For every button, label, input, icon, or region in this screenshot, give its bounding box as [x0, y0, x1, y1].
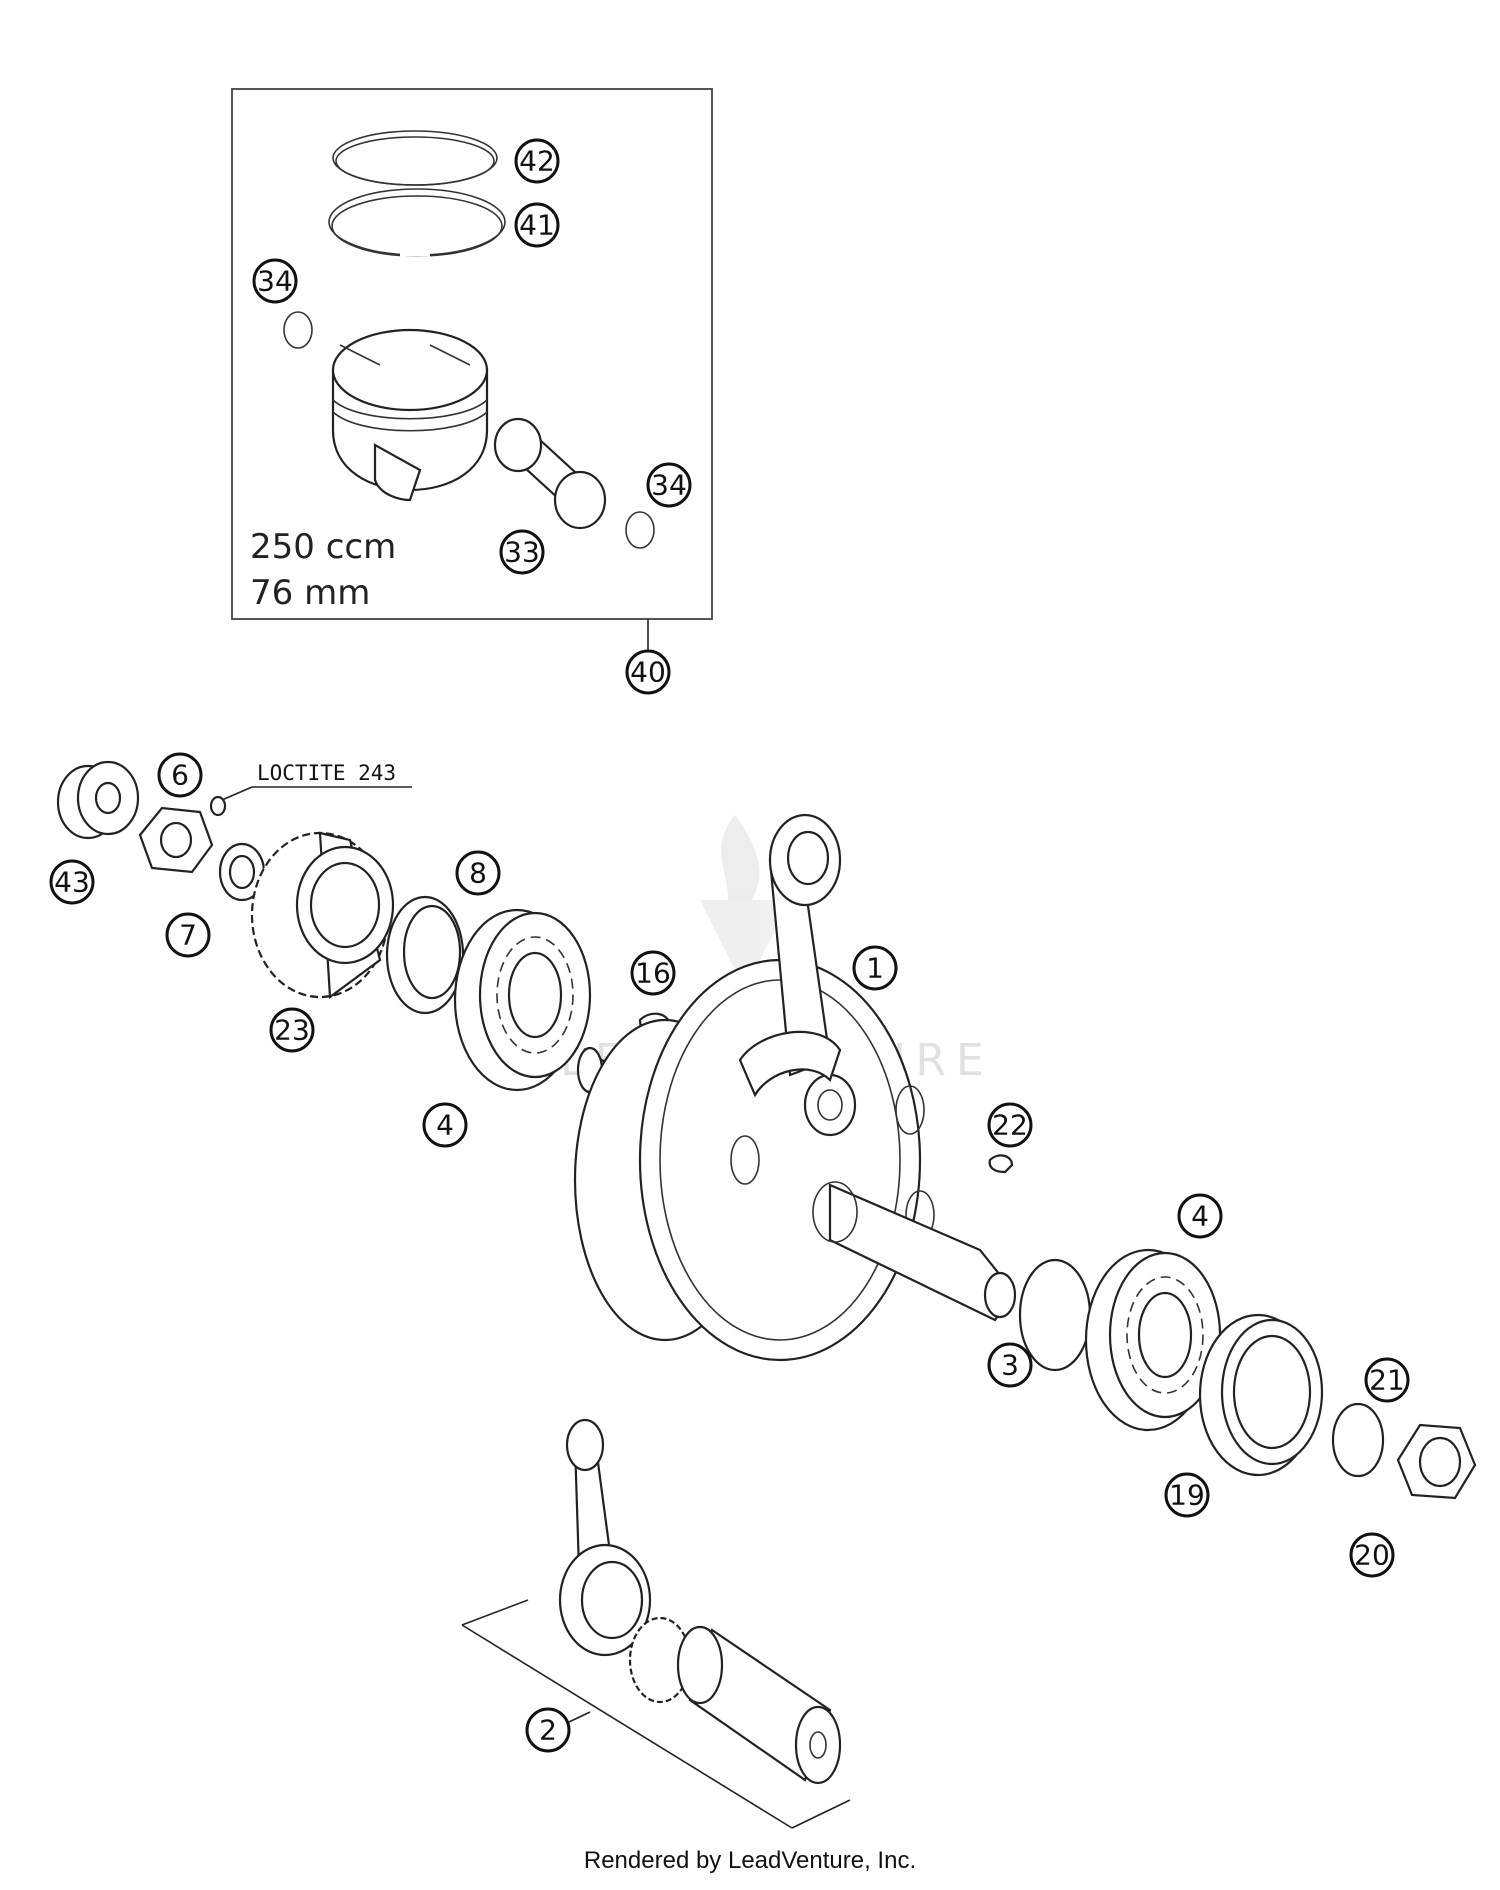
svg-text:42: 42: [519, 145, 555, 178]
callout-22[interactable]: 22: [987, 1102, 1033, 1148]
circlip-right: [625, 511, 655, 549]
circlip-left: [283, 311, 313, 349]
piston-ring-upper: [332, 130, 498, 186]
svg-text:43: 43: [54, 866, 90, 899]
nut-6: [138, 806, 214, 874]
callout-20[interactable]: 20: [1349, 1532, 1395, 1578]
callout-33[interactable]: 33: [499, 529, 545, 575]
callout-41[interactable]: 41: [514, 202, 560, 248]
kit-spec-bore: 76 mm: [250, 573, 370, 613]
callout-21[interactable]: 21: [1364, 1357, 1410, 1403]
svg-text:4: 4: [436, 1109, 454, 1142]
svg-text:34: 34: [651, 469, 687, 502]
conrod-kit-2: [461, 1418, 851, 1829]
piston-kit-box: 250 ccm 76 mm: [231, 88, 713, 650]
svg-text:21: 21: [1369, 1364, 1405, 1397]
svg-text:22: 22: [992, 1109, 1028, 1142]
seal-8: [385, 895, 465, 1015]
callout-40[interactable]: 40: [625, 649, 671, 695]
bearing-4-left: [453, 908, 592, 1092]
svg-text:19: 19: [1169, 1479, 1205, 1512]
svg-text:20: 20: [1354, 1539, 1390, 1572]
piston-pin: [493, 417, 607, 530]
seal-19: [1198, 1313, 1324, 1477]
woodruff-key-22: [988, 1154, 1014, 1174]
svg-text:1: 1: [866, 952, 884, 985]
callout-3[interactable]: 3: [987, 1342, 1033, 1388]
svg-text:3: 3: [1001, 1349, 1019, 1382]
shim-3: [1018, 1258, 1092, 1372]
callout-4-right[interactable]: 4: [1177, 1193, 1223, 1239]
svg-text:16: 16: [635, 957, 671, 990]
callout-34-right[interactable]: 34: [646, 462, 692, 508]
svg-text:40: 40: [630, 656, 666, 689]
svg-text:2: 2: [539, 1714, 557, 1747]
callout-7[interactable]: 7: [165, 912, 211, 958]
callout-23[interactable]: 23: [269, 1007, 315, 1053]
loctite-point: [209, 795, 227, 817]
svg-text:8: 8: [469, 857, 487, 890]
svg-text:6: 6: [171, 759, 189, 792]
nut-20: [1396, 1423, 1477, 1500]
callout-4-left[interactable]: 4: [422, 1102, 468, 1148]
footer-credit: Rendered by LeadVenture, Inc.: [584, 1847, 916, 1874]
kit-2-bracket: [461, 1599, 851, 1829]
svg-text:41: 41: [519, 209, 555, 242]
callout-6[interactable]: 6: [157, 752, 203, 798]
callout-43[interactable]: 43: [49, 859, 95, 905]
kit-frame: [231, 88, 713, 620]
kit-spec-displacement: 250 ccm: [250, 527, 396, 567]
callout-34-left[interactable]: 34: [252, 258, 298, 304]
bearing-4-right: [1084, 1248, 1222, 1432]
crankshaft-1: [573, 813, 1017, 1362]
seal-43: [56, 760, 140, 840]
piston-ring-lower: [328, 188, 506, 257]
svg-text:7: 7: [179, 919, 197, 952]
gear-23: [250, 831, 395, 1000]
loctite-label: LOCTITE 243: [257, 761, 396, 785]
callout-16[interactable]: 16: [630, 950, 676, 996]
callout-1[interactable]: 1: [852, 945, 898, 991]
callout-2[interactable]: 2: [525, 1707, 571, 1753]
callout-42[interactable]: 42: [514, 138, 560, 184]
svg-text:34: 34: [257, 265, 293, 298]
callout-19[interactable]: 19: [1164, 1472, 1210, 1518]
washer-21: [1331, 1402, 1385, 1478]
callout-2-leader: [568, 1711, 591, 1723]
callout-8[interactable]: 8: [455, 850, 501, 896]
svg-text:23: 23: [274, 1014, 310, 1047]
loctite-note: LOCTITE 243: [221, 761, 412, 801]
piston: [331, 328, 489, 502]
svg-text:4: 4: [1191, 1200, 1209, 1233]
svg-text:33: 33: [504, 536, 540, 569]
